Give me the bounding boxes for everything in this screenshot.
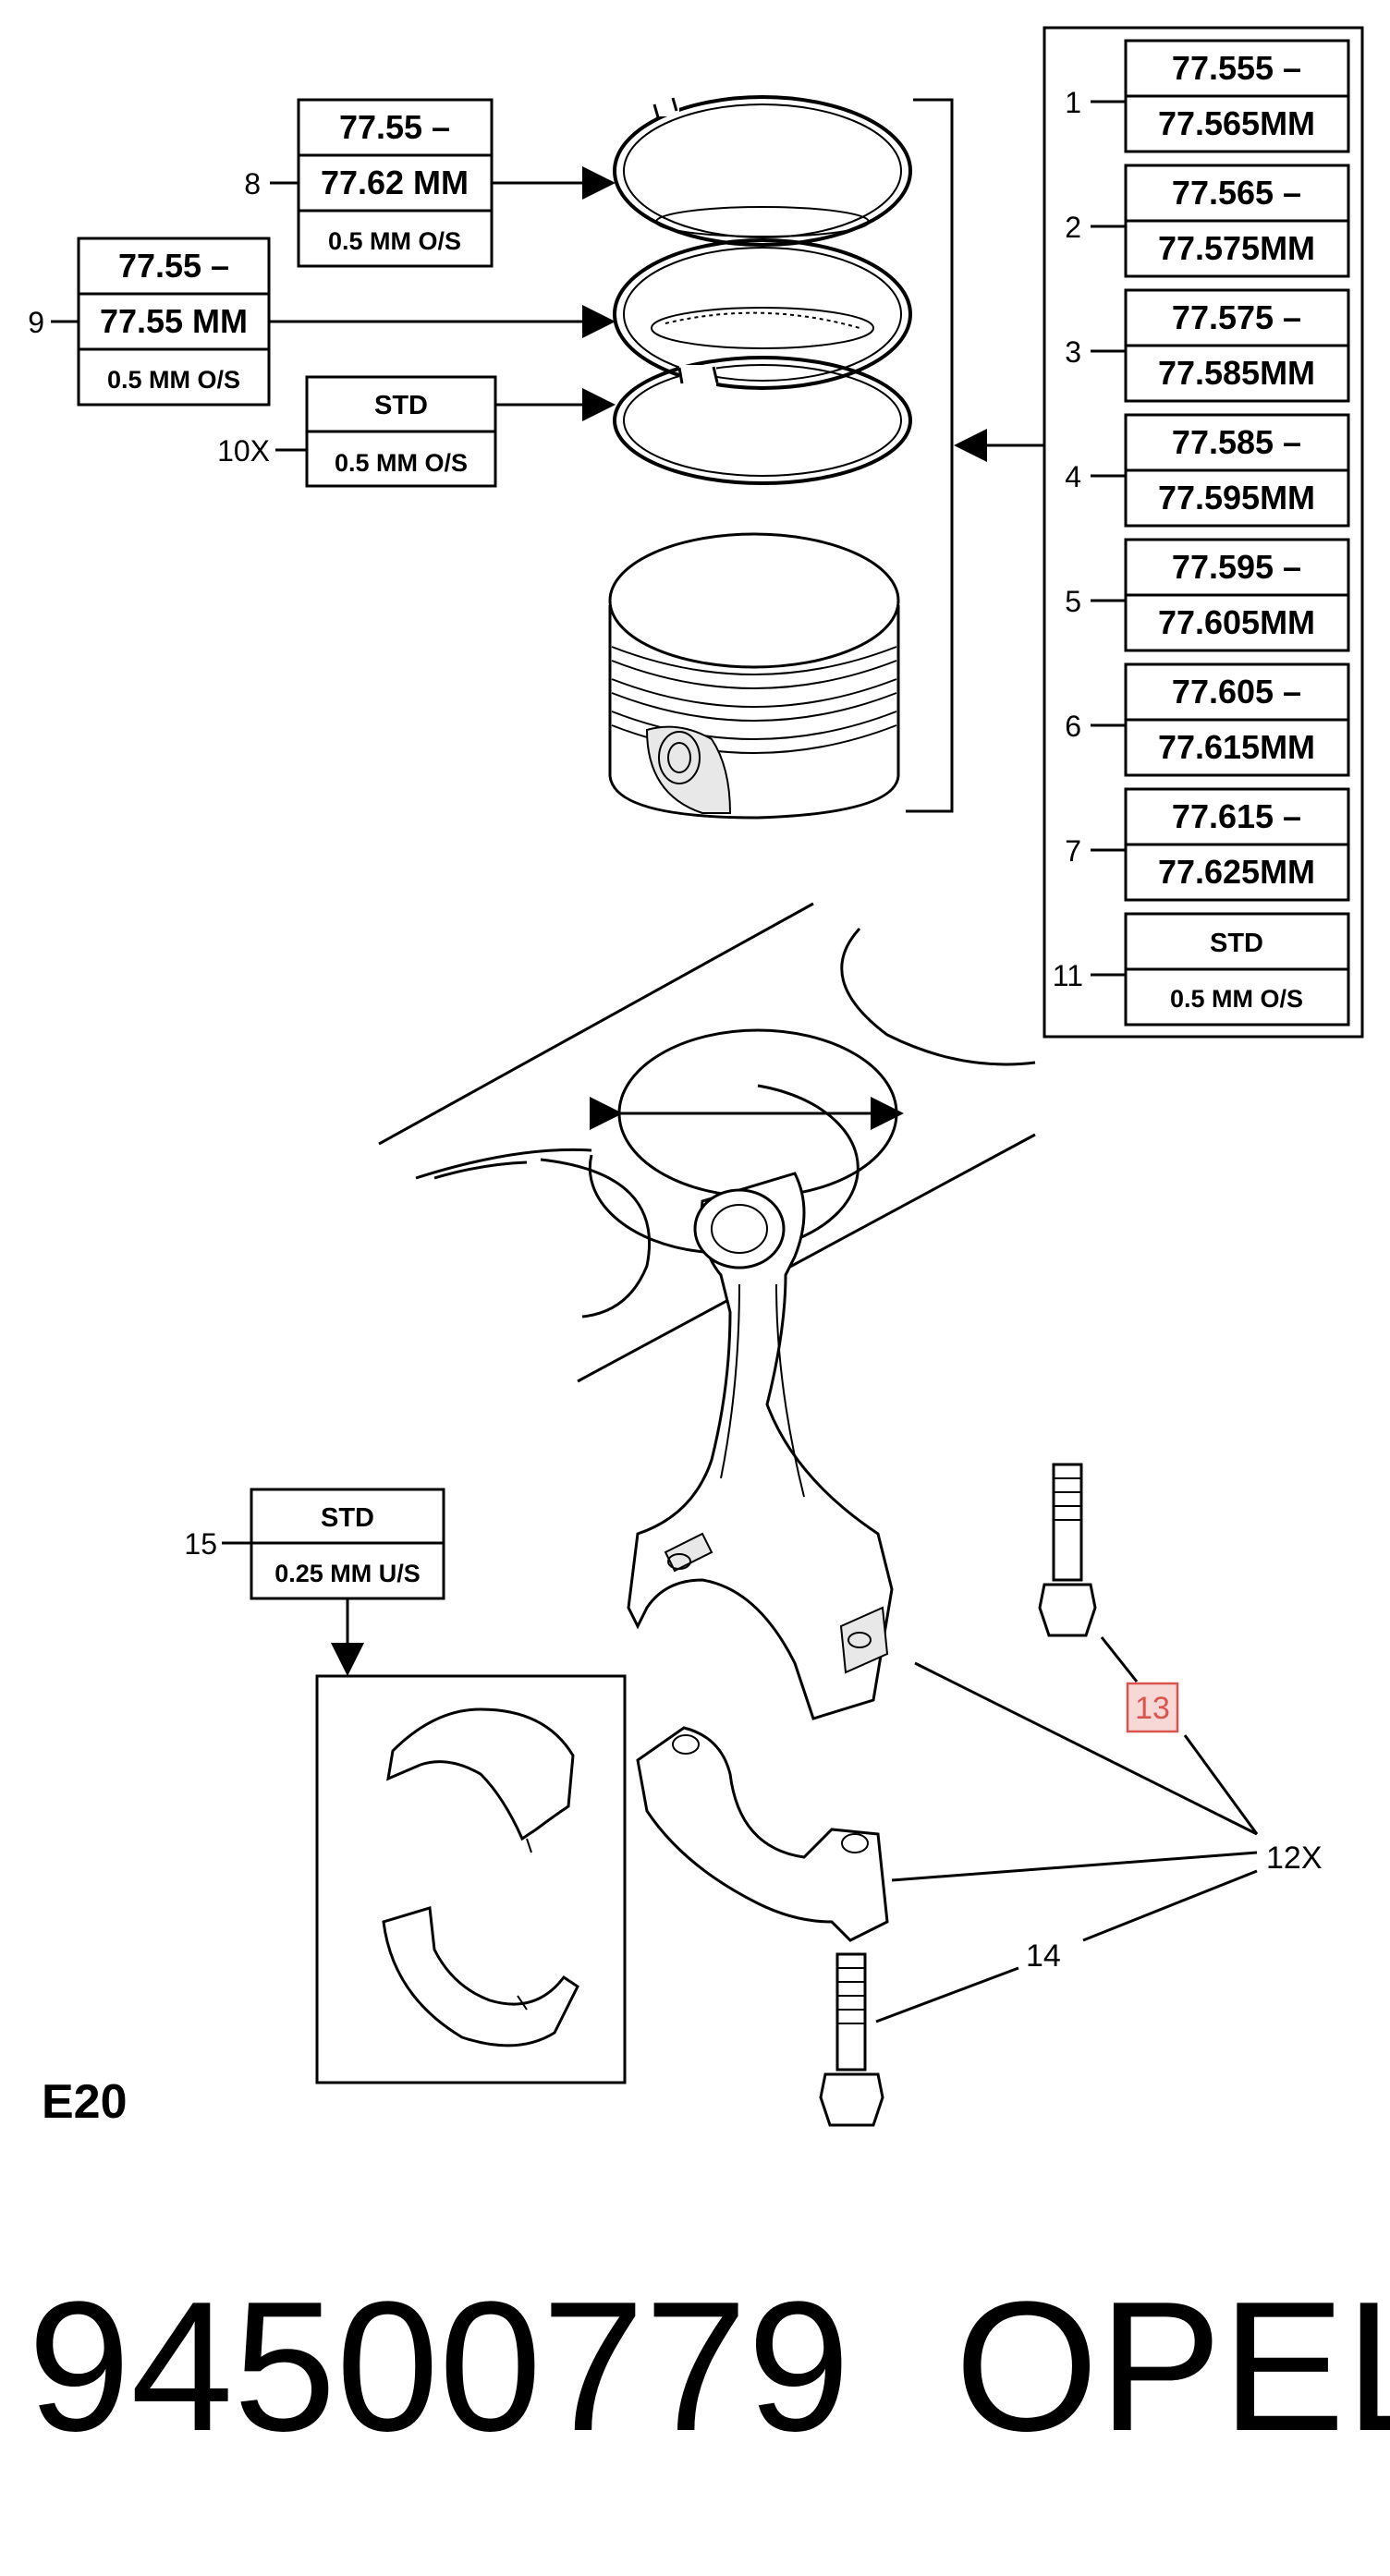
piston-size-11-line2: 0.5 MM O/S bbox=[1170, 985, 1303, 1013]
part-number: 94500779 bbox=[28, 2264, 850, 2470]
callout-10x: 10X bbox=[217, 434, 270, 468]
ring-8-spec-box bbox=[297, 98, 494, 268]
callout-5: 5 bbox=[1065, 585, 1081, 618]
ring-9-spec: 77.55 – 77.55 MM 0.5 MM O/S 9 bbox=[28, 237, 616, 407]
ring-8-line2: 77.62 MM bbox=[321, 164, 469, 201]
piston-ring-top bbox=[613, 92, 912, 247]
callout-12x: 12X bbox=[1266, 1841, 1323, 1876]
piston-size-2-line2: 77.575MM bbox=[1158, 229, 1315, 267]
ring-8-spec: 77.55 – 77.62 MM 0.5 MM O/S 8 bbox=[244, 98, 616, 268]
bearing-15-spec: STD 0.25 MM U/S 15 bbox=[184, 1488, 445, 1676]
piston-ring-gap-shadow bbox=[655, 206, 870, 237]
bearing-15-line2: 0.25 MM U/S bbox=[274, 1560, 421, 1587]
piston-size-11: 11 STD 0.5 MM O/S bbox=[1053, 912, 1350, 1027]
piston-size-1-line2: 77.565MM bbox=[1158, 104, 1315, 142]
callout-8: 8 bbox=[244, 167, 261, 200]
callout-11: 11 bbox=[1053, 959, 1083, 992]
piston-size-11-line1: STD bbox=[1210, 929, 1263, 958]
callout-6: 6 bbox=[1065, 710, 1081, 743]
callout-13-highlight: 13 bbox=[1126, 1682, 1179, 1733]
callout-2: 2 bbox=[1065, 211, 1081, 244]
ring-9-line3: 0.5 MM O/S bbox=[107, 366, 240, 394]
piston-size-7: 7 77.615 – 77.625MM bbox=[1065, 787, 1350, 902]
leader-lines bbox=[875, 1661, 1259, 2023]
bearing-15-line1: STD bbox=[321, 1503, 374, 1533]
piston-size-2: 2 77.565 – 77.575MM bbox=[1065, 164, 1350, 278]
ring-8-line3: 0.5 MM O/S bbox=[328, 227, 461, 255]
connecting-rod bbox=[627, 1172, 894, 1720]
callout-1: 1 bbox=[1065, 86, 1081, 119]
rod-bolt-13 bbox=[1038, 1463, 1139, 1683]
piston-size-3-line1: 77.575 – bbox=[1172, 298, 1301, 336]
bearing-shells bbox=[315, 1674, 627, 2084]
piston-size-3-line2: 77.585MM bbox=[1158, 354, 1315, 392]
piston-size-5-line1: 77.595 – bbox=[1172, 548, 1301, 586]
callout-3: 3 bbox=[1065, 335, 1081, 369]
ring-9-line2: 77.55 MM bbox=[100, 302, 248, 340]
brand-name: OPEL bbox=[955, 2264, 1390, 2470]
piston-size-6-line2: 77.615MM bbox=[1158, 728, 1315, 766]
ring-10-spec: STD 0.5 MM O/S 10X bbox=[217, 375, 616, 488]
piston-size-4-line2: 77.595MM bbox=[1158, 479, 1315, 516]
rod-bolt-14 bbox=[819, 1952, 884, 2127]
piston-ring-oil bbox=[613, 356, 912, 485]
piston bbox=[608, 532, 900, 820]
piston-size-7-line2: 77.625MM bbox=[1158, 853, 1315, 891]
ring-10-line2: 0.5 MM O/S bbox=[335, 449, 468, 477]
ring-9-line1: 77.55 – bbox=[118, 247, 229, 285]
piston-size-7-line1: 77.615 – bbox=[1172, 797, 1301, 835]
piston-size-6: 6 77.605 – 77.615MM bbox=[1065, 662, 1350, 777]
callout-15: 15 bbox=[184, 1527, 217, 1561]
callout-9: 9 bbox=[28, 306, 44, 339]
piston-size-6-line1: 77.605 – bbox=[1172, 673, 1301, 711]
ring-9-spec-box bbox=[77, 237, 271, 407]
piston-size-1: 1 77.555 – 77.565MM bbox=[1065, 39, 1350, 153]
callout-13: 13 bbox=[1135, 1691, 1170, 1726]
piston-size-4-line1: 77.585 – bbox=[1172, 423, 1301, 461]
piston-group-bracket bbox=[906, 98, 954, 813]
callout-7: 7 bbox=[1065, 834, 1081, 868]
ring-10-line1: STD bbox=[374, 391, 428, 420]
callout-4: 4 bbox=[1065, 460, 1081, 493]
piston-size-5: 5 77.595 – 77.605MM bbox=[1065, 538, 1350, 652]
engine-block-deck bbox=[378, 902, 1036, 1383]
connecting-rod-cap bbox=[636, 1726, 889, 1942]
piston-size-3: 3 77.575 – 77.585MM bbox=[1065, 288, 1350, 403]
piston-size-2-line1: 77.565 – bbox=[1172, 174, 1301, 212]
engine-code-label: E20 bbox=[42, 2075, 128, 2129]
ring-8-line1: 77.55 – bbox=[339, 108, 450, 146]
piston-size-1-line1: 77.555 – bbox=[1172, 49, 1301, 87]
piston-size-4: 4 77.585 – 77.595MM bbox=[1065, 413, 1350, 528]
piston-ring-middle bbox=[613, 238, 912, 390]
piston-size-5-line2: 77.605MM bbox=[1158, 603, 1315, 641]
callout-14: 14 bbox=[1026, 1938, 1061, 1974]
